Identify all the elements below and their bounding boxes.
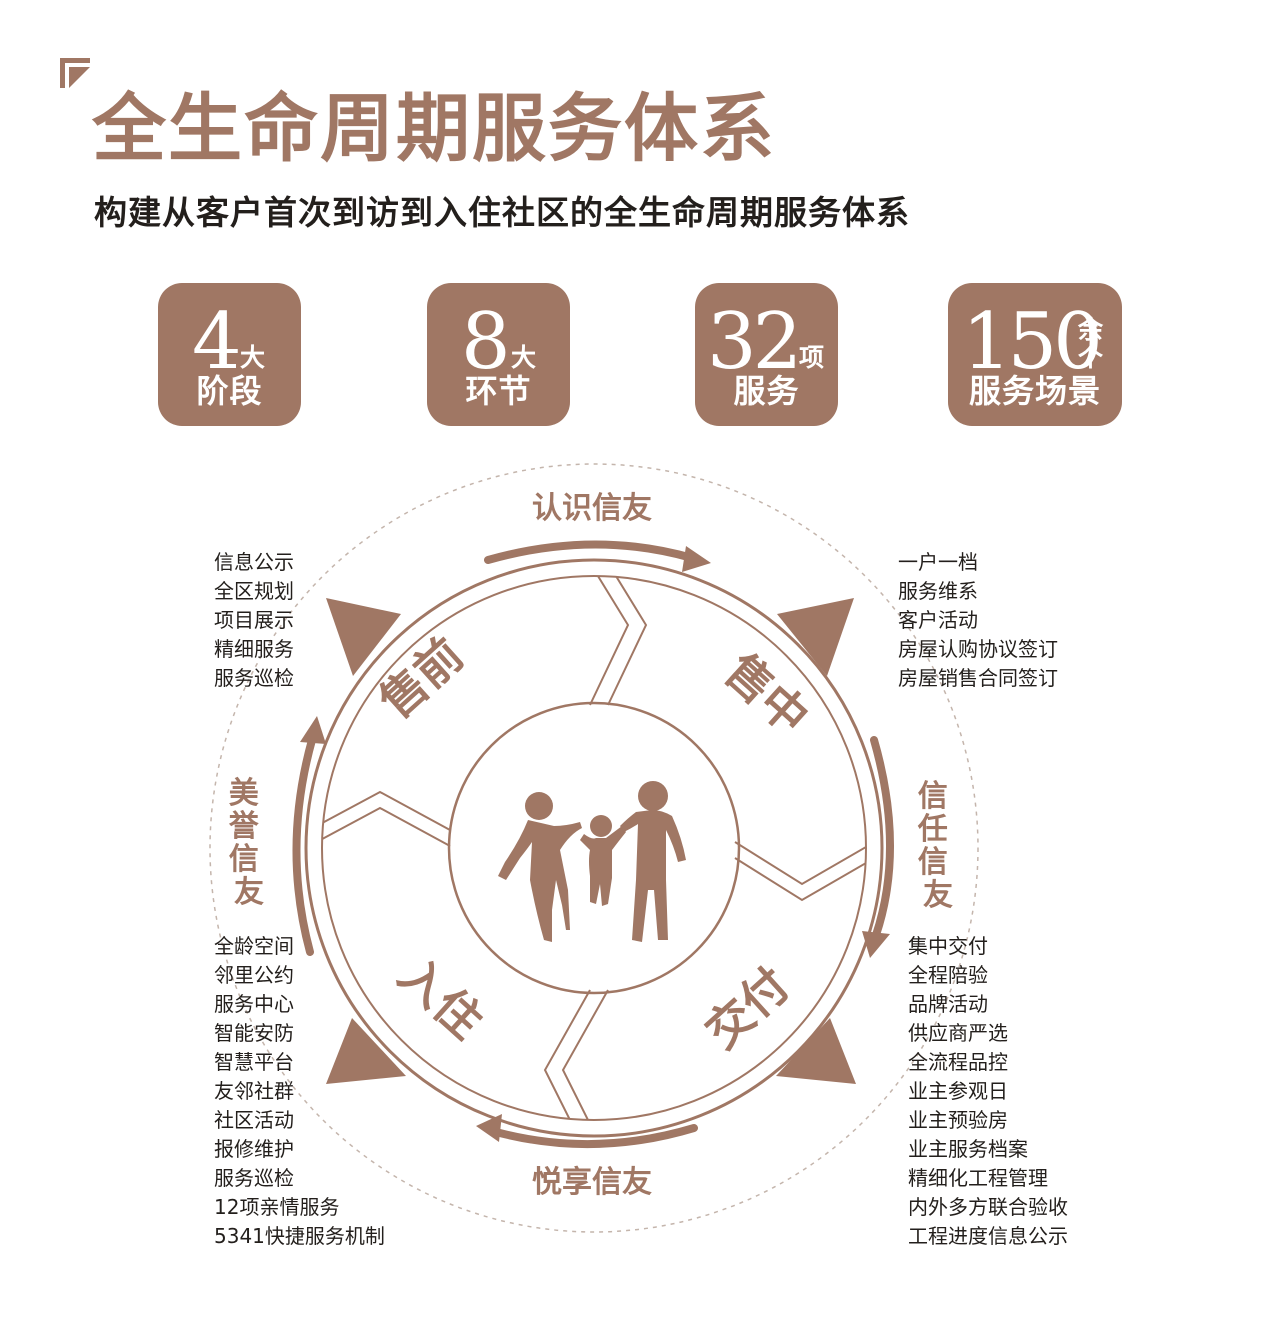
- stat-stages: 4 大 阶段: [158, 283, 301, 426]
- arrow-bottom: [492, 1124, 698, 1149]
- service-item: 友邻社群: [214, 1079, 294, 1103]
- stat-caption: 环节: [465, 372, 532, 410]
- service-item: 12项亲情服务: [214, 1195, 340, 1219]
- triangle-bottomleft: [326, 1018, 406, 1084]
- link-right-char: 友: [923, 878, 953, 913]
- arrow-top: [484, 540, 696, 564]
- service-item: 信息公示: [214, 550, 294, 574]
- family-silhouette: [498, 781, 686, 942]
- stat-number: 8: [461, 297, 511, 387]
- link-left-char: 美: [229, 776, 259, 811]
- service-item: 业主服务档案: [908, 1137, 1028, 1161]
- page-subtitle: 构建从客户首次到访到入住社区的全生命周期服务体系: [94, 193, 910, 232]
- outer-dashed-circle: [209, 463, 979, 1233]
- stage-presale-label: 售前: [369, 627, 474, 729]
- link-left-char: 信: [229, 842, 259, 877]
- arrowhead-right: [862, 931, 890, 958]
- separator-bottom: [543, 989, 609, 1120]
- stat-number: 4: [192, 297, 242, 387]
- arrow-left: [292, 736, 316, 956]
- stat-number: 150: [962, 297, 1103, 387]
- stat-number: 32: [707, 297, 802, 387]
- stat-scenarios: 150 余 个 服务场景: [948, 283, 1122, 426]
- service-item: 精细化工程管理: [908, 1166, 1048, 1190]
- link-left-char: 友: [234, 875, 264, 910]
- arrowhead-bottom: [476, 1114, 502, 1142]
- service-item: 服务巡检: [214, 666, 294, 690]
- service-item: 全流程品控: [908, 1050, 1008, 1074]
- service-item: 报修维护: [214, 1137, 294, 1161]
- arrowhead-top: [682, 546, 711, 572]
- triangle-bottomright: [776, 1018, 856, 1084]
- corner-bracket-icon: [60, 58, 90, 88]
- link-bottom-label: 悦享信友: [532, 1165, 652, 1200]
- service-item: 智慧平台: [214, 1050, 294, 1074]
- link-left-char: 誉: [229, 809, 260, 844]
- service-item: 全程陪验: [908, 963, 988, 987]
- separator-top: [581, 576, 648, 706]
- page-title: 全生命周期服务体系: [92, 86, 776, 172]
- stat-services: 32 项 服务: [695, 283, 838, 426]
- service-item: 服务中心: [214, 992, 294, 1016]
- insale-service-list: 一户一档服务维系客户活动房屋认购协议签订房屋销售合同签订: [898, 548, 1058, 693]
- triangle-topright: [777, 598, 854, 676]
- stat-unit-top: 余: [1078, 315, 1104, 344]
- service-item: 客户活动: [898, 608, 978, 632]
- service-item: 服务巡检: [214, 1166, 294, 1190]
- service-item: 房屋销售合同签订: [898, 666, 1058, 690]
- stat-caption: 服务场景: [968, 372, 1101, 410]
- stage-residence-label: 入住: [388, 947, 493, 1049]
- delivery-service-list: 集中交付全程陪验品牌活动供应商严选全流程品控业主参观日业主预验房业主服务档案精细…: [908, 932, 1068, 1251]
- link-right-char: 信: [918, 779, 948, 814]
- link-right-label: 信 任 信 友: [917, 779, 958, 913]
- separator-left: [322, 790, 451, 852]
- main-ring: [304, 558, 884, 1138]
- service-item: 项目展示: [214, 608, 294, 632]
- stat-unit: 大: [511, 343, 537, 372]
- service-item: 供应商严选: [908, 1021, 1008, 1045]
- stat-caption: 阶段: [196, 372, 263, 410]
- link-right-char: 信: [918, 845, 948, 880]
- service-item: 邻里公约: [214, 963, 294, 987]
- service-item: 工程进度信息公示: [908, 1224, 1068, 1248]
- presale-service-list: 信息公示全区规划项目展示精细服务服务巡检: [214, 548, 294, 693]
- link-top-label: 认识信友: [532, 491, 652, 526]
- service-item: 品牌活动: [908, 992, 988, 1016]
- stage-insale-label: 售中: [714, 643, 819, 745]
- residence-service-list: 全龄空间邻里公约服务中心智能安防智慧平台友邻社群社区活动报修维护服务巡检 12项亲…: [214, 932, 385, 1251]
- service-item: 全龄空间: [214, 934, 294, 958]
- service-item: 内外多方联合验收: [908, 1195, 1068, 1219]
- service-item: 业主预验房: [908, 1108, 1008, 1132]
- service-item: 一户一档: [898, 550, 978, 574]
- link-right-char: 任: [917, 812, 948, 847]
- arrow-right: [870, 736, 894, 939]
- stat-unit: 项: [799, 343, 825, 372]
- service-item: 5341快捷服务机制: [214, 1224, 385, 1248]
- stat-caption: 服务: [733, 372, 800, 410]
- separator-right: [734, 831, 866, 902]
- service-item: 全区规划: [214, 579, 294, 603]
- service-item: 业主参观日: [908, 1079, 1008, 1103]
- stat-links: 8 大 环节: [427, 283, 570, 426]
- triangle-topleft: [326, 598, 401, 676]
- arrowhead-left: [300, 716, 326, 744]
- service-item: 集中交付: [908, 934, 988, 958]
- service-item: 社区活动: [214, 1108, 294, 1132]
- service-item: 服务维系: [898, 579, 978, 603]
- stat-unit: 大: [240, 343, 266, 372]
- service-item: 精细服务: [214, 637, 294, 661]
- service-item: 房屋认购协议签订: [898, 637, 1058, 661]
- stat-unit-bottom: 个: [1078, 343, 1104, 372]
- link-left-label: 美 誉 信 友: [229, 776, 269, 910]
- center-circle: [447, 701, 741, 995]
- service-item: 智能安防: [214, 1021, 294, 1045]
